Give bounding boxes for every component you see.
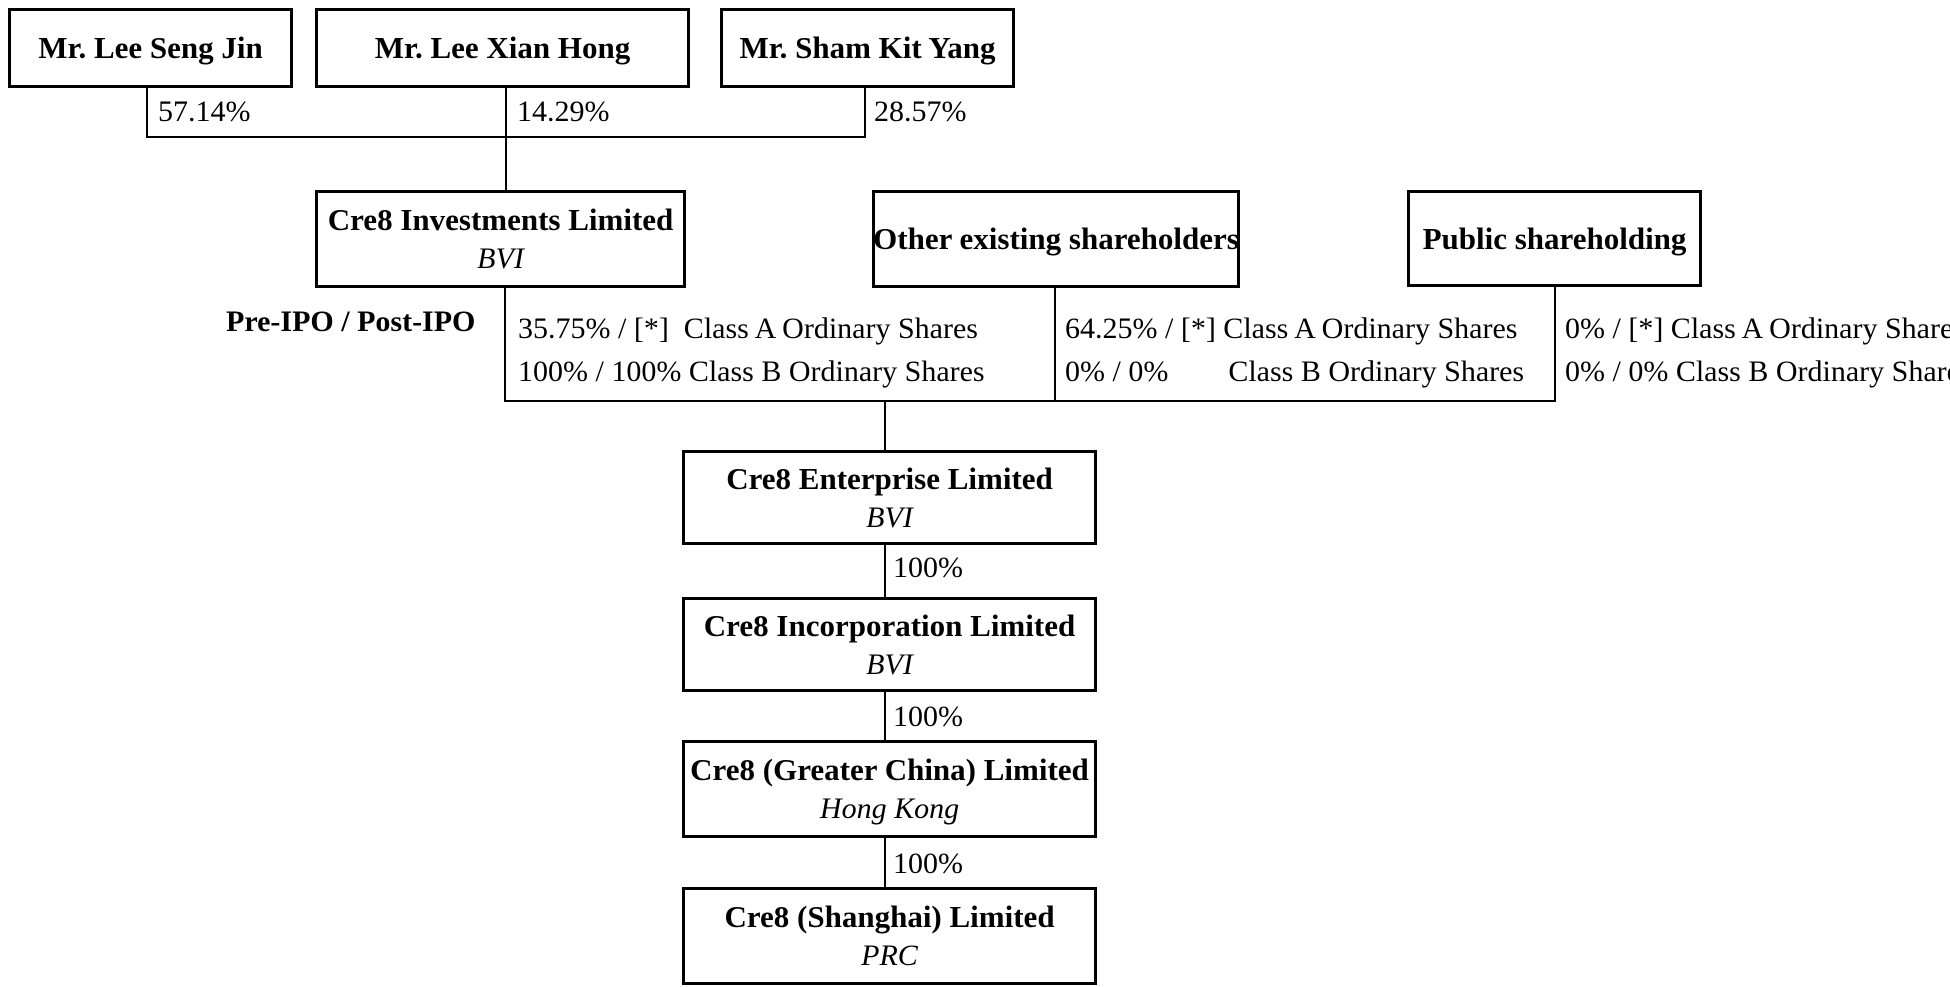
class-b-shares-label: 0% / 0% Class B Ordinary Shares: [1065, 355, 1525, 388]
entity-jurisdiction: BVI: [477, 242, 524, 275]
entity-name: Cre8 Incorporation Limited: [703, 607, 1076, 643]
connector-line: [146, 136, 866, 138]
connector-line: [505, 88, 507, 190]
entity-jurisdiction: BVI: [866, 500, 913, 534]
entity-name: Cre8 (Greater China) Limited: [690, 752, 1089, 787]
connector-line: [884, 402, 886, 450]
class-a-shares-label: 0% / [*] Class A Ordinary Shares: [1565, 312, 1950, 345]
shareholder-name: Mr. Sham Kit Yang: [739, 30, 996, 65]
entity-name: Cre8 Enterprise Limited: [726, 460, 1053, 496]
connector-line: [504, 400, 1556, 402]
entity-name: Public shareholding: [1422, 220, 1687, 256]
entity-jurisdiction: PRC: [861, 939, 918, 972]
connector-line: [1554, 287, 1556, 402]
connector-line: [884, 545, 886, 597]
class-a-shares-label: 35.75% / [*] Class A Ordinary Shares: [518, 312, 978, 345]
entity-box-cre8-greater-china: Cre8 (Greater China) Limited Hong Kong: [682, 740, 1097, 838]
entity-box-cre8-enterprise: Cre8 Enterprise Limited BVI: [682, 450, 1097, 545]
connector-line: [864, 88, 866, 138]
entity-jurisdiction: BVI: [866, 647, 913, 681]
shareholder-box-lee-seng-jin: Mr. Lee Seng Jin: [8, 8, 293, 88]
ownership-percent-label: 100%: [893, 847, 963, 880]
entity-name: Other existing shareholders: [873, 221, 1239, 256]
shareholder-box-lee-xian-hong: Mr. Lee Xian Hong: [315, 8, 690, 88]
pre-post-ipo-label: Pre-IPO / Post-IPO: [226, 305, 476, 338]
entity-box-cre8-investments: Cre8 Investments Limited BVI: [315, 190, 686, 288]
class-b-shares-label: 0% / 0% Class B Ordinary Shares: [1565, 355, 1950, 388]
entity-box-cre8-incorporation: Cre8 Incorporation Limited BVI: [682, 597, 1097, 692]
connector-line: [884, 692, 886, 740]
shareholder-name: Mr. Lee Xian Hong: [374, 30, 631, 65]
connector-line: [884, 838, 886, 887]
ownership-percent-label: 28.57%: [874, 95, 967, 128]
entity-name: Cre8 (Shanghai) Limited: [724, 899, 1055, 934]
class-a-shares-label: 64.25% / [*] Class A Ordinary Shares: [1065, 312, 1518, 345]
class-b-shares-label: 100% / 100% Class B Ordinary Shares: [518, 355, 985, 388]
ownership-percent-label: 100%: [893, 700, 963, 733]
ownership-percent-label: 100%: [893, 551, 963, 584]
entity-box-cre8-shanghai: Cre8 (Shanghai) Limited PRC: [682, 887, 1097, 985]
connector-line: [146, 88, 148, 138]
entity-name: Cre8 Investments Limited: [327, 202, 674, 237]
shareholder-name: Mr. Lee Seng Jin: [38, 30, 263, 65]
connector-line: [504, 288, 506, 402]
ownership-percent-label: 14.29%: [517, 95, 610, 128]
connector-line: [1054, 288, 1056, 402]
shareholder-box-sham-kit-yang: Mr. Sham Kit Yang: [720, 8, 1015, 88]
entity-box-public-shareholding: Public shareholding: [1407, 190, 1702, 287]
ownership-percent-label: 57.14%: [158, 95, 251, 128]
entity-jurisdiction: Hong Kong: [819, 792, 960, 825]
entity-box-other-existing-shareholders: Other existing shareholders: [872, 190, 1240, 288]
